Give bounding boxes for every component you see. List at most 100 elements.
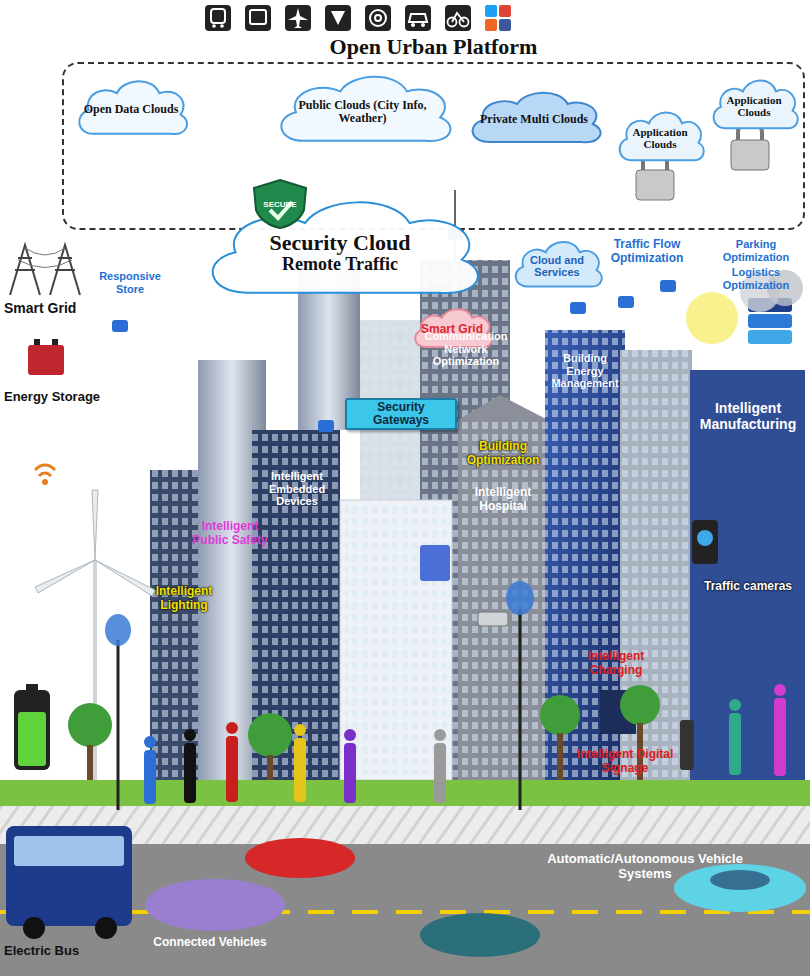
cloud-shape <box>714 81 798 129</box>
feature-label: Automatic/Autonomous Vehicle Systems <box>520 852 770 882</box>
person <box>294 724 306 736</box>
car-wheel <box>411 23 415 27</box>
cloud-node: Application Clouds <box>614 106 706 164</box>
node-label: Public Clouds (City Info, Weather) <box>278 99 447 125</box>
feature-label: Parking Optimization <box>704 238 808 263</box>
wifi-symbol <box>35 465 55 476</box>
node-label: Cloud and Services <box>518 254 596 278</box>
person <box>729 699 741 711</box>
wind-turbine-tower <box>93 560 97 780</box>
person <box>344 729 356 741</box>
node-text-area: Private Multi Clouds <box>464 86 604 146</box>
shield-text: SECURE <box>256 200 304 209</box>
padlock <box>731 140 769 170</box>
node-subtitle: Remote Traffic <box>282 255 398 275</box>
smart-bulb <box>105 614 131 646</box>
store-building <box>340 500 452 780</box>
bike-frame <box>452 13 464 22</box>
cloud-shape <box>79 81 187 134</box>
padlock <box>636 170 674 200</box>
drones <box>112 228 676 432</box>
play-icon <box>331 11 345 25</box>
social-icon <box>499 5 511 17</box>
drone <box>570 302 586 314</box>
social-icon <box>485 19 497 31</box>
feature-label: Smart Grid <box>4 300 94 316</box>
node-text-area: Cloud and Services <box>510 236 604 290</box>
feature-label: Intelligent Manufacturing <box>694 400 802 432</box>
battery-icon <box>14 690 50 770</box>
wheel <box>95 917 117 939</box>
at-icon <box>375 15 381 21</box>
skyline <box>150 190 805 780</box>
car-window <box>710 870 770 890</box>
connected-car <box>145 879 285 931</box>
cloud-node: Application Clouds <box>708 74 800 132</box>
person <box>434 743 446 803</box>
cloud-shape <box>516 242 602 287</box>
bus-window <box>14 836 124 866</box>
drone <box>318 420 334 432</box>
icon-tile <box>205 5 231 31</box>
battery-icon <box>28 345 64 375</box>
tree <box>620 685 660 725</box>
feature-label: Communication Network Optimization <box>424 330 508 368</box>
street-lamp <box>117 640 120 810</box>
tree <box>68 703 112 747</box>
cloud-node: Open Data Clouds <box>72 74 190 138</box>
wind-turbine-blades <box>35 490 155 596</box>
node-label: Application Clouds <box>716 94 792 118</box>
tree-trunk <box>87 745 93 780</box>
battery-terminal <box>26 684 38 690</box>
cloud-node: Private Multi Clouds <box>464 86 604 146</box>
social-icon <box>485 5 497 17</box>
manufacturing-building <box>690 370 805 780</box>
gateway-box: Security Gateways <box>345 398 457 430</box>
node-text-area: Security CloudRemote Traffic <box>195 190 485 300</box>
icon-tile <box>245 5 271 31</box>
node-label: Private Multi Clouds <box>480 113 588 126</box>
icon-tile <box>325 5 351 31</box>
building-windows <box>458 420 548 780</box>
street-lamp <box>519 610 522 810</box>
vehicles <box>6 826 806 957</box>
electric-bus <box>6 826 132 926</box>
charging-post <box>680 720 694 770</box>
feature-label: Electric Bus <box>4 944 124 959</box>
cloud-node: Cloud and Services <box>510 236 604 290</box>
person <box>184 729 196 741</box>
node-label: Open Data Clouds <box>84 103 179 116</box>
autonomous-car <box>674 864 806 912</box>
platform-title: Open Urban Platform <box>64 34 803 60</box>
node-label: Application Clouds <box>622 126 698 150</box>
autonomous-car <box>420 913 540 957</box>
grass-strip <box>0 780 810 806</box>
connected-car <box>245 838 355 878</box>
person <box>184 743 196 803</box>
person <box>226 736 238 802</box>
car-icon <box>409 14 427 22</box>
wheel <box>23 917 45 939</box>
kiosk-screen <box>697 530 713 546</box>
digital-screen <box>420 545 450 581</box>
power-pylon <box>50 245 80 295</box>
feature-label: Intelligent Public Safety <box>190 520 270 548</box>
social-icon <box>499 19 511 31</box>
person <box>144 736 156 748</box>
cloud-shape <box>473 93 601 142</box>
feature-label: Intelligent Digital Signage <box>560 748 690 776</box>
node-text-area: Public Clouds (City Info, Weather) <box>270 68 455 146</box>
person <box>344 743 356 803</box>
tree <box>540 695 580 735</box>
pedestrians <box>144 684 786 804</box>
node-text-area: Security Gateways <box>347 400 455 428</box>
feature-label: Building Optimization <box>460 440 546 468</box>
plane-icon <box>288 8 308 28</box>
node-text-area: Open Data Clouds <box>72 74 190 138</box>
node-text-area: Application Clouds <box>708 74 800 132</box>
icon-tile <box>445 5 471 31</box>
train-wheel <box>220 24 224 28</box>
energy-assets <box>10 245 155 780</box>
street-furniture <box>68 520 718 810</box>
